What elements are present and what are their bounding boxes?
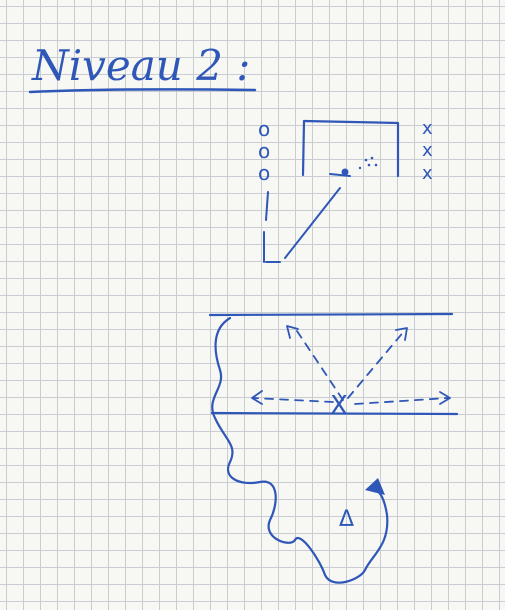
dashed-line-down	[263, 191, 269, 263]
goal-box-base-left	[329, 173, 351, 177]
player-cross: X	[330, 391, 348, 421]
circle-marker: o	[258, 161, 270, 185]
loop-arrowhead	[365, 478, 385, 495]
left-markers: o o o	[258, 117, 270, 185]
arrowhead-right	[439, 391, 451, 405]
circle-marker: o	[258, 139, 270, 163]
cross-marker: x	[422, 140, 433, 161]
bottom-boundary-line	[210, 411, 459, 416]
arrowhead-up-right	[395, 327, 408, 341]
dashed-arrow-up-right	[347, 329, 406, 399]
page-title: Niveau 2 :	[31, 41, 250, 90]
dashed-arrow-right	[354, 397, 449, 405]
right-markers: x x x	[422, 118, 433, 184]
wavy-outline	[211, 316, 389, 584]
drawing-field: Δ X	[208, 312, 459, 584]
arrowhead-left	[251, 390, 263, 405]
pass-line	[284, 187, 341, 259]
arrowhead-up-left	[286, 325, 299, 339]
top-boundary-line	[208, 312, 454, 317]
dashed-arrow-up-left	[294, 327, 344, 401]
ball-dot	[341, 168, 349, 176]
dashed-arrow-left	[252, 397, 334, 403]
goal-box	[301, 119, 400, 178]
circle-marker: o	[258, 117, 270, 141]
title-underline	[28, 88, 257, 94]
triangle-label: Δ	[339, 507, 354, 532]
cross-marker: x	[422, 118, 433, 139]
cross-marker: x	[422, 163, 433, 184]
dots-cluster	[358, 156, 378, 170]
drawing-goal-box: o o o x x x	[258, 117, 433, 263]
